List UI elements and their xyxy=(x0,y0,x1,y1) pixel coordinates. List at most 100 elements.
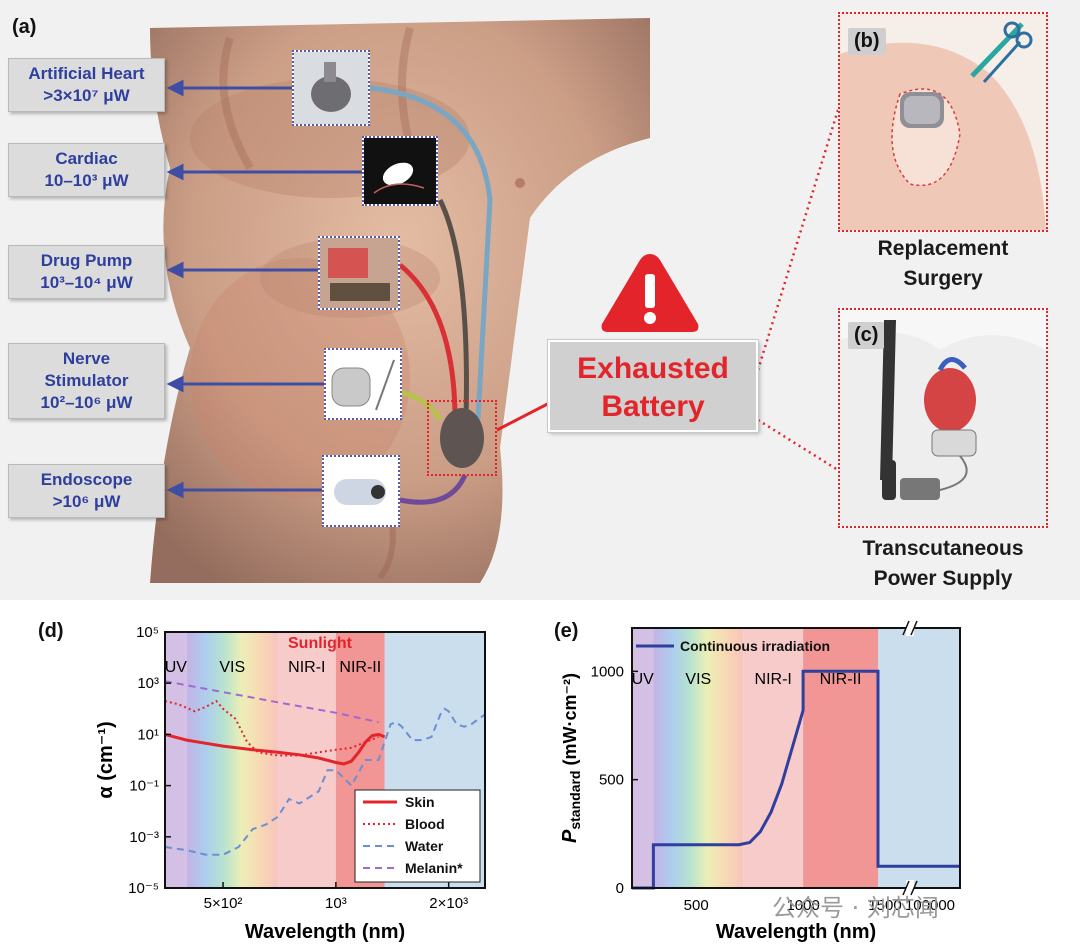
device-power: >3×10⁷ μW xyxy=(43,86,130,105)
x-tick-label: 10³ xyxy=(325,895,347,912)
legend-label: Continuous irradiation xyxy=(680,638,830,654)
region-label: NIR-II xyxy=(339,659,381,676)
y-tick-label: 10³ xyxy=(137,675,159,692)
region-label: NIR-I xyxy=(288,659,325,676)
device-power: 10–10³ μW xyxy=(44,171,129,190)
x-axis-label: Wavelength (nm) xyxy=(716,921,876,943)
y-axis-label: α (cm⁻¹) xyxy=(95,721,117,798)
device-label-cardiac: Cardiac 10–10³ μW xyxy=(8,143,165,197)
device-name-2: Stimulator xyxy=(44,371,129,390)
series-line xyxy=(632,669,960,890)
panel-b-replacement-surgery: (b) xyxy=(838,12,1048,232)
caption-line-1: Replacement xyxy=(877,237,1009,260)
nerve-stimulator-thumbnail xyxy=(324,348,402,420)
watermark: 公众号 · 刘芯闻 xyxy=(772,894,939,922)
region-label: NIR-II xyxy=(820,671,862,688)
device-power: 10²–10⁶ μW xyxy=(40,393,133,412)
y-tick-label: 1000 xyxy=(591,663,624,680)
region-label: VIS xyxy=(685,671,711,688)
caption-line-2: Surgery xyxy=(903,267,983,290)
region-label: UV xyxy=(632,671,655,688)
region-band xyxy=(165,632,187,888)
warning-triangle-icon xyxy=(601,254,699,332)
y-tick-label: 500 xyxy=(599,772,624,789)
axis-break-mark xyxy=(902,880,910,896)
y-tick-label: 10⁻¹ xyxy=(129,778,159,795)
device-name: Endoscope xyxy=(40,470,133,489)
x-tick-label: 100000 xyxy=(905,897,955,914)
axis-break-gap xyxy=(906,620,914,636)
drug-pump-thumbnail xyxy=(318,236,400,310)
x-tick-label: 1000 xyxy=(786,897,819,914)
device-power: >10⁶ μW xyxy=(52,492,121,511)
axis-break-mark xyxy=(902,620,910,636)
region-band xyxy=(186,632,278,888)
region-band xyxy=(632,628,654,888)
axis-break-mark xyxy=(910,880,918,896)
shoulder-illustration xyxy=(840,42,1046,230)
chest-illustration xyxy=(840,320,1046,526)
axis-break-mark xyxy=(910,620,918,636)
y-tick-label: 10⁻³ xyxy=(129,829,159,846)
device-name: Artificial Heart xyxy=(28,64,145,83)
panel-b-letter: (b) xyxy=(848,28,886,55)
battery-label-line-1: Exhausted xyxy=(577,352,729,385)
device-label-artificial-heart: Artificial Heart >3×10⁷ μW xyxy=(8,58,165,112)
panel-d-letter: (d) xyxy=(38,620,64,642)
legend-box xyxy=(354,789,481,883)
device-name: Cardiac xyxy=(55,149,118,168)
endoscope-capsule-thumbnail xyxy=(322,455,400,527)
y-tick-label: 10⁵ xyxy=(136,624,159,641)
region-band xyxy=(878,628,960,888)
panel-e-letter: (e) xyxy=(554,620,579,642)
caption-line-1: Transcutaneous xyxy=(862,537,1024,560)
artificial-heart-thumbnail xyxy=(292,50,370,126)
axis-break-gap xyxy=(906,880,914,896)
region-label: UV xyxy=(165,659,188,676)
x-tick-label: 2×10³ xyxy=(429,895,468,912)
legend-label: Blood xyxy=(405,816,445,832)
device-label-drug-pump: Drug Pump 10³–10⁴ μW xyxy=(8,245,165,299)
absorption-chart: UV VIS NIR-I NIR-II 10⁻⁵ 10⁻³ 10⁻¹ 10¹ 10³ 10⁵ 5×… xyxy=(95,624,486,943)
y-axis-label: Pstandard (mW·cm⁻²) xyxy=(559,673,583,843)
device-wires xyxy=(166,79,840,505)
battery-highlight-box xyxy=(427,400,497,476)
legend-label: Skin xyxy=(405,794,435,810)
battery-device-icon xyxy=(440,408,484,468)
y-tick-label: 0 xyxy=(616,880,624,897)
x-tick-label: 5×10² xyxy=(204,895,243,912)
region-band xyxy=(803,628,878,888)
series-line xyxy=(164,680,379,724)
series-line xyxy=(164,732,386,766)
region-label: VIS xyxy=(219,659,245,676)
x-axis-label: Wavelength (nm) xyxy=(245,921,405,943)
x-tick-label: 500 xyxy=(684,897,709,914)
cardiac-pacemaker-thumbnail xyxy=(362,136,438,206)
region-label: NIR-I xyxy=(755,671,792,688)
device-label-nerve-stimulator: Nerve Stimulator 10²–10⁶ μW xyxy=(8,343,165,419)
battery-label-line-2: Battery xyxy=(601,390,705,423)
panel-a-letter: (a) xyxy=(12,16,37,38)
exhausted-battery-label: Exhausted Battery xyxy=(548,340,758,432)
panel-c-caption: Transcutaneous Power Supply xyxy=(838,534,1048,594)
region-band xyxy=(653,628,744,888)
legend-label: Water xyxy=(405,838,444,854)
device-label-endoscope: Endoscope >10⁶ μW xyxy=(8,464,165,518)
y-tick-label: 10⁻⁵ xyxy=(128,880,159,897)
region-band xyxy=(743,628,804,888)
x-tick-label: 1500 xyxy=(868,897,901,914)
device-name: Drug Pump xyxy=(40,251,133,270)
device-power: 10³–10⁴ μW xyxy=(40,273,133,292)
caption-line-2: Power Supply xyxy=(873,567,1013,590)
sunlight-annotation: Sunlight xyxy=(288,635,353,652)
device-name: Nerve xyxy=(62,349,111,368)
series-line xyxy=(164,699,379,757)
panel-c-letter: (c) xyxy=(848,322,885,349)
legend-label: Melanin* xyxy=(405,860,463,876)
panel-b-caption: Replacement Surgery xyxy=(838,234,1048,294)
scissors-icon xyxy=(970,21,1033,84)
y-tick-label: 10¹ xyxy=(137,726,159,743)
panel-c-transcutaneous-power: (c) xyxy=(838,308,1048,528)
series-line xyxy=(164,707,486,856)
